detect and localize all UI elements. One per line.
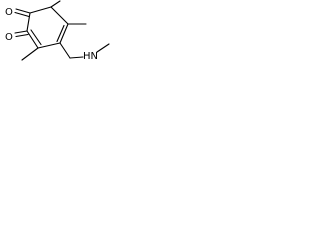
oxygen-label-top: O (5, 7, 13, 18)
chain-bond-2 (69, 56, 84, 59)
chain-bond-1 (59, 42, 71, 59)
chemical-structure-diagram: O O HN (5, 0, 110, 62)
ring-bond-c1-c2 (29, 6, 52, 14)
carbonyl-bottom-bond-a (14, 30, 28, 34)
oxygen-label-bottom: O (5, 32, 13, 43)
ring-bond-c4-c5 (37, 42, 61, 49)
methyl-bond-lower-left (21, 47, 39, 61)
carbonyl-top-bond-b (14, 11, 30, 18)
carbonyl-bonds (14, 8, 31, 38)
ring-bond-c4-c4-inner (56, 24, 65, 43)
methyl-bond-top (50, 0, 61, 8)
carbonyl-bottom-bond-b (15, 33, 29, 38)
methyl-groups (21, 0, 87, 61)
amine-label: HN (83, 51, 98, 62)
carbonyl-top-bond-a (15, 8, 31, 14)
aminoethyl-chain (59, 42, 110, 59)
ring-bond-c3-c4 (59, 23, 69, 44)
ring-bond-c2-c3 (50, 6, 69, 25)
quinone-ring (26, 6, 69, 49)
ring-bond-c5-c6-inner (30, 29, 42, 46)
ring-bond-c6-c1 (26, 12, 31, 32)
ring-bond-c5-c6 (26, 30, 39, 49)
chain-bond-3 (96, 43, 110, 53)
